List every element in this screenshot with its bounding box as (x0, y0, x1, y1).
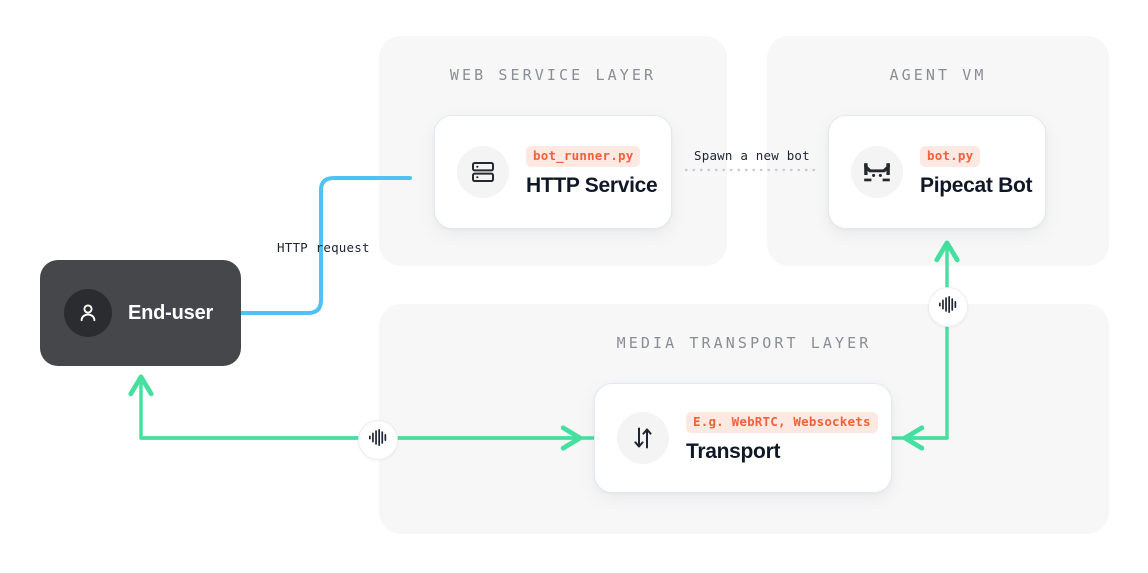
node-transport-text: E.g. WebRTC, Websockets Transport (686, 412, 878, 463)
audio-waveform-badge-left (358, 420, 398, 460)
audio-waveform-badge-right (928, 287, 968, 327)
node-pipecat-bot-badge: bot.py (920, 146, 981, 167)
node-transport[interactable]: E.g. WebRTC, Websockets Transport (594, 383, 892, 493)
layer-title-media-transport: MEDIA TRANSPORT LAYER (616, 334, 872, 352)
node-http-service-text: bot_runner.py HTTP Service (526, 146, 658, 197)
layer-title-agent-vm: AGENT VM (889, 66, 987, 84)
audio-waveform-icon (938, 296, 958, 318)
server-icon (457, 146, 509, 198)
node-end-user[interactable]: End-user (40, 260, 241, 366)
edge-label-spawn-a-new-bot: Spawn a new bot (694, 148, 810, 163)
node-transport-badge: E.g. WebRTC, Websockets (686, 412, 878, 433)
audio-waveform-icon (368, 429, 388, 451)
node-http-service[interactable]: bot_runner.py HTTP Service (434, 115, 672, 229)
node-pipecat-bot-text: bot.py Pipecat Bot (920, 146, 1033, 197)
node-pipecat-bot[interactable]: bot.py Pipecat Bot (828, 115, 1046, 229)
node-http-service-title: HTTP Service (526, 173, 658, 197)
node-http-service-badge: bot_runner.py (526, 146, 641, 167)
node-pipecat-bot-title: Pipecat Bot (920, 173, 1033, 197)
node-end-user-label: End-user (128, 301, 214, 324)
user-icon (64, 289, 112, 337)
layer-title-web-service: WEB SERVICE LAYER (449, 66, 657, 84)
up-down-arrows-icon (617, 412, 669, 464)
pipecat-cat-icon (851, 146, 903, 198)
node-transport-title: Transport (686, 439, 781, 463)
edge-label-http-request: HTTP request (277, 240, 370, 255)
